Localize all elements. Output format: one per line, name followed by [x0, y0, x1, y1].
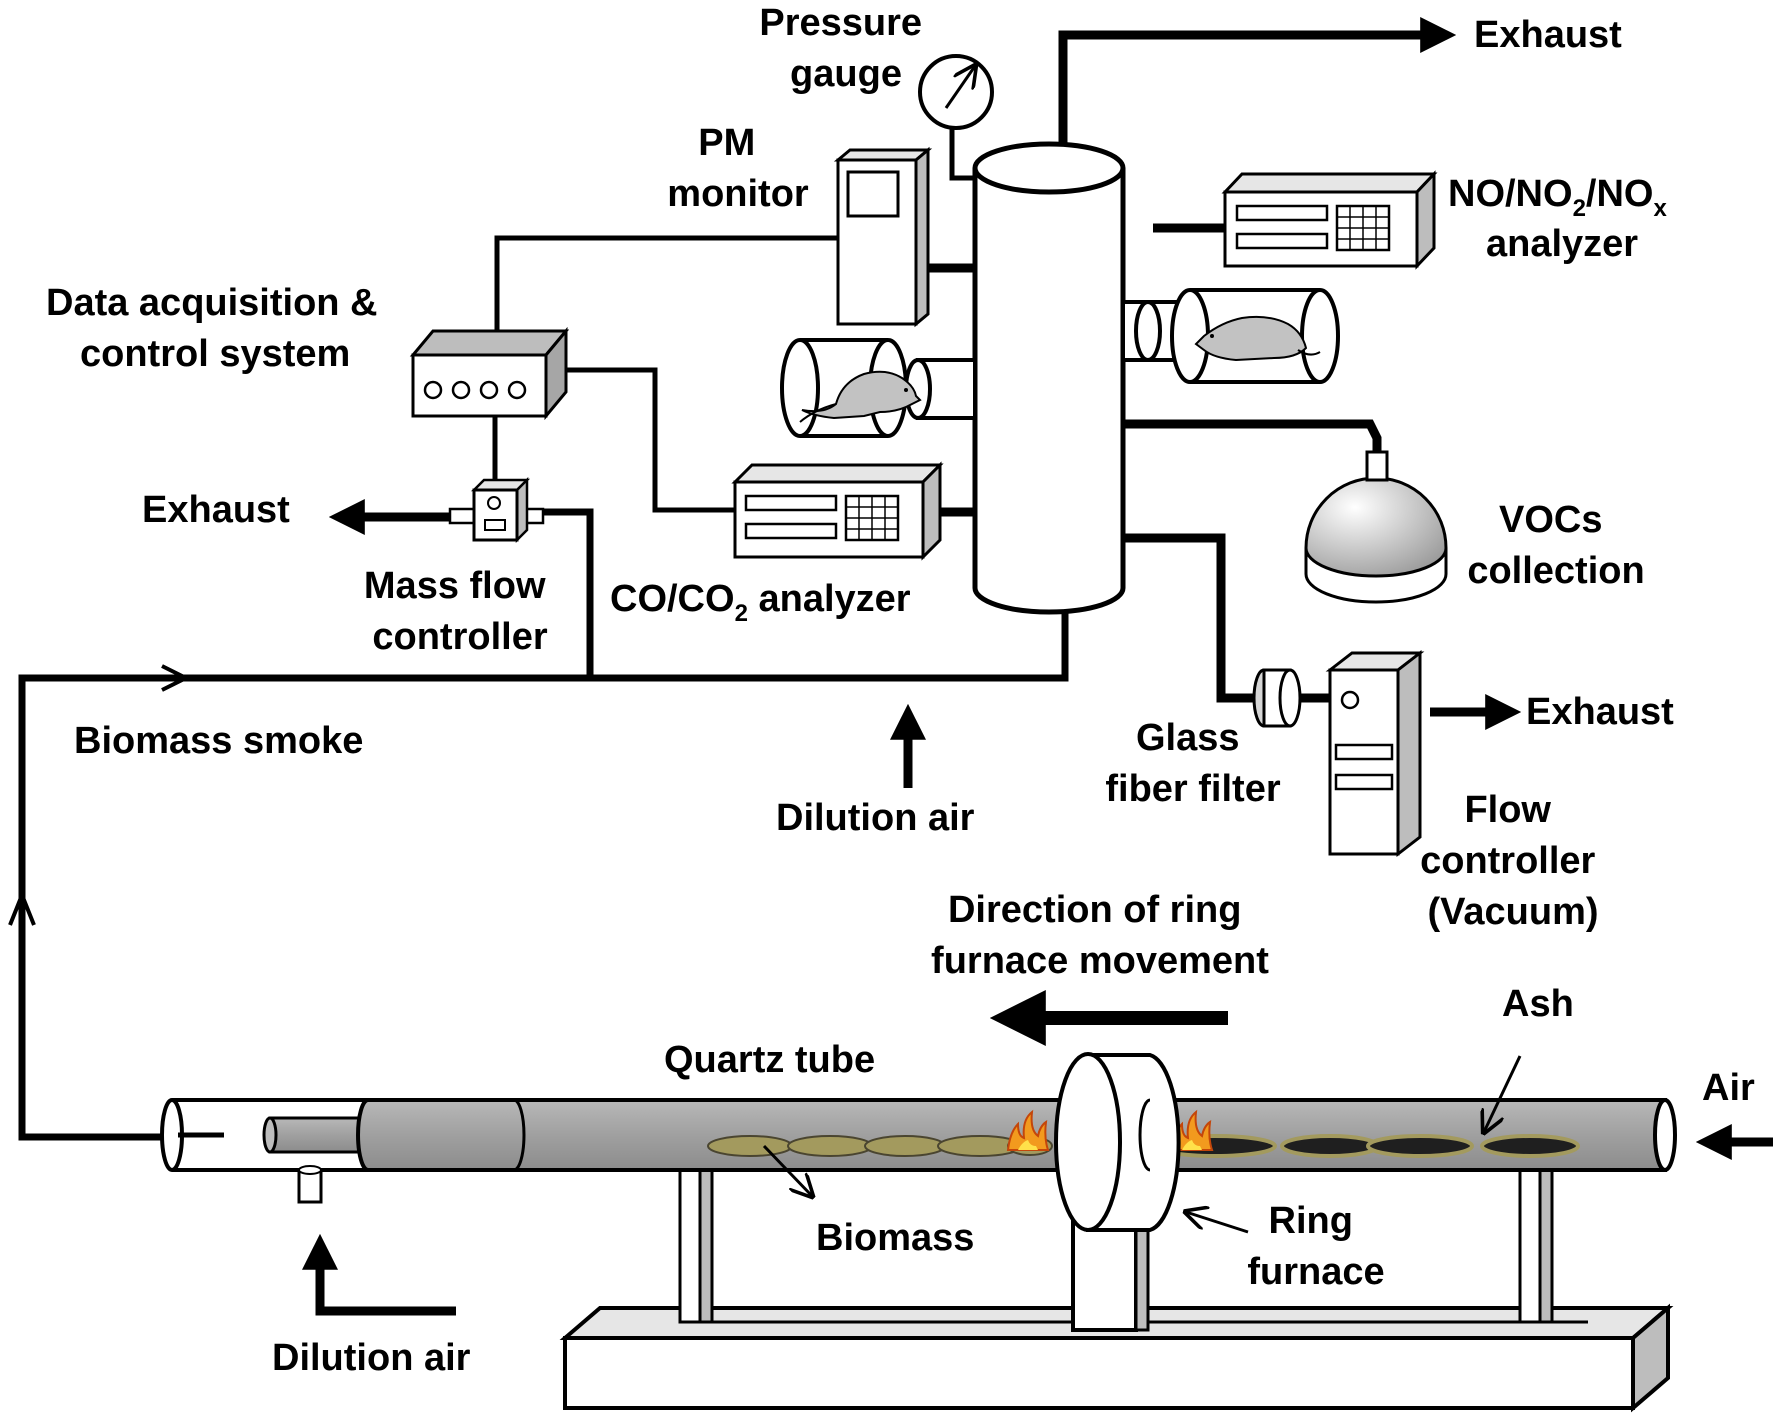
dilution-air-bottom-arrow: [302, 1233, 456, 1316]
ash-pointer: [1484, 1055, 1522, 1132]
mass-flow-controller-label: Mass flow controller: [364, 565, 556, 658]
smoke-transfer-line: [18, 508, 1069, 1141]
flow-controller-icon: [1325, 649, 1425, 858]
co-analyzer-label: CO/CO2 analyzer: [610, 578, 911, 627]
pm-monitor-icon: [833, 146, 933, 328]
ring-furnace: [1054, 1052, 1181, 1332]
glass-fiber-filter-label: Glass fiber filter: [1105, 717, 1280, 810]
ring-furnace-label: Ring furnace: [1247, 1200, 1384, 1293]
exhaust-right-label: Exhaust: [1526, 691, 1674, 733]
pm-monitor-label: PM monitor: [667, 122, 809, 215]
dilution-air-bottom-label: Dilution air: [272, 1337, 471, 1379]
nox-analyzer-label: NO/NO2/NOx: [1448, 173, 1667, 222]
dilution-air-mid-label: Dilution air: [776, 797, 975, 839]
biomass-bed: [707, 1135, 1053, 1157]
mass-flow-controller-icon: [448, 476, 545, 544]
quartz-tube-label: Quartz tube: [664, 1039, 875, 1081]
rat-icon: [1194, 315, 1321, 362]
exposure-chamber: [972, 141, 1126, 615]
biomass-pointer: [762, 1144, 812, 1196]
air-label: Air: [1702, 1067, 1755, 1109]
flame-icon: [1170, 1109, 1214, 1151]
biomass-label: Biomass: [816, 1217, 974, 1259]
exhaust-top-label: Exhaust: [1474, 14, 1622, 56]
biomass-smoke-label: Biomass smoke: [74, 720, 363, 762]
vocs-canister-icon: [1304, 450, 1448, 604]
exhaust-left-label: Exhaust: [142, 489, 290, 531]
co-analyzer-icon: [731, 461, 944, 561]
daq-label: Data acquisition & control system: [46, 282, 388, 375]
flame-icon: [1006, 1109, 1050, 1151]
vocs-label: VOCs collection: [1467, 499, 1644, 592]
ash-label: Ash: [1502, 983, 1574, 1025]
daq-icon: [409, 326, 570, 421]
glass-fiber-filter-icon: [1252, 668, 1302, 728]
pressure-gauge-icon: [918, 54, 994, 130]
flow-controller-label: Flow controller (Vacuum): [1420, 789, 1606, 933]
ash-bed: [1153, 1134, 1580, 1158]
ring-furnace-pointer: [1186, 1212, 1249, 1234]
nox-analyzer-icon: [1221, 170, 1438, 270]
direction-label: Direction of ring furnace movement: [931, 889, 1269, 982]
exhaust-top-line: [1058, 17, 1457, 172]
nox-analyzer-label-line2: analyzer: [1486, 223, 1638, 265]
rat-icon: [799, 370, 922, 423]
flow-direction-arrows: [8, 664, 191, 926]
pressure-gauge-label: Pressure gauge: [759, 2, 932, 95]
